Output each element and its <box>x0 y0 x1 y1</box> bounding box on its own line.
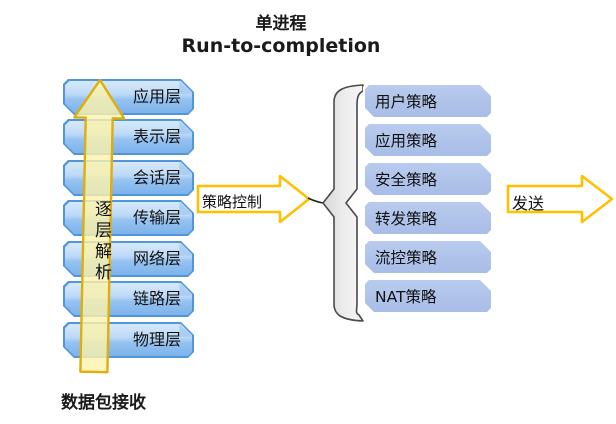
layer-label: 应用层 <box>132 87 181 106</box>
policy-box-nat: NAT策略 <box>363 278 493 314</box>
policy-box-surface <box>365 202 491 234</box>
policy-label: 应用策略 <box>375 132 438 150</box>
policy-box-surface <box>365 163 491 195</box>
policy-label: NAT策略 <box>375 288 437 306</box>
up-arrow-label: 逐层解析 <box>91 200 111 284</box>
policy-control-arrow-icon <box>196 174 312 226</box>
send-arrow-icon <box>506 174 616 226</box>
up-arrow-icon <box>68 77 126 374</box>
policy-box-security: 安全策略 <box>363 161 493 197</box>
title-line-en: Run-to-completion <box>181 35 381 57</box>
policy-box-surface <box>365 280 491 312</box>
layer-label: 会话层 <box>132 168 181 187</box>
layer-label: 表示层 <box>132 127 181 146</box>
layer-label: 链路层 <box>132 289 181 308</box>
layer-label: 物理层 <box>132 330 181 349</box>
policy-label: 转发策略 <box>375 210 438 228</box>
policy-box-surface <box>365 85 491 117</box>
send-label: 发送 <box>512 194 545 213</box>
layer-label: 传输层 <box>132 208 181 227</box>
brace-icon <box>305 84 367 324</box>
diagram-title: 单进程 Run-to-completion <box>120 13 442 58</box>
policy-box-application: 应用策略 <box>363 122 493 158</box>
policy-box-flow-control: 流控策略 <box>363 239 493 275</box>
policy-control-label: 策略控制 <box>202 193 263 211</box>
receive-label: 数据包接收 <box>61 393 146 413</box>
policy-label: 流控策略 <box>375 249 438 267</box>
policy-label: 用户策略 <box>375 93 438 111</box>
layer-label: 网络层 <box>132 249 181 268</box>
policy-label: 安全策略 <box>375 171 438 189</box>
policy-box-user: 用户策略 <box>363 83 493 119</box>
policy-box-surface <box>365 241 491 273</box>
policy-box-forwarding: 转发策略 <box>363 200 493 236</box>
policy-box-surface <box>365 124 491 156</box>
title-line-cn: 单进程 <box>255 14 307 34</box>
